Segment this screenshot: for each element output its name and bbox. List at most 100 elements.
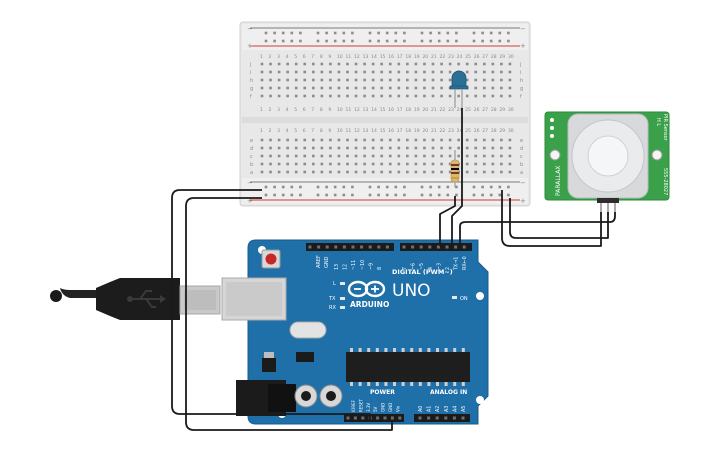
power-pin-label: Vin — [395, 405, 400, 412]
column-number-mid-lower: 11 — [346, 128, 352, 134]
breadboard-hole — [290, 193, 294, 197]
arduino-brand: ARDUINO — [350, 300, 389, 309]
column-number-mid: 18 — [405, 107, 411, 113]
breadboard-hole — [329, 170, 332, 174]
breadboard-hole — [380, 86, 383, 90]
chip-pin — [375, 382, 379, 386]
breadboard-hole — [303, 146, 307, 150]
breadboard-hole — [431, 138, 435, 142]
chip-pin — [375, 348, 379, 352]
small-ic — [296, 352, 314, 362]
breadboard-hole — [312, 154, 315, 158]
digital-pin-hole — [445, 245, 449, 249]
pir-sensor: PARALLAX PIR Sensor 555-28027 H L — [544, 111, 670, 214]
breadboard-holes — [260, 31, 512, 197]
breadboard-hole — [337, 78, 341, 82]
breadboard-hole — [303, 94, 307, 98]
breadboard-hole — [507, 39, 510, 43]
breadboard-hole — [491, 138, 495, 142]
breadboard-hole — [363, 62, 366, 66]
breadboard-hole — [414, 70, 418, 74]
breadboard-hole — [431, 146, 435, 150]
breadboard-hole — [388, 138, 392, 142]
breadboard-hole — [333, 193, 337, 197]
power-pin-label: IOREF — [351, 399, 356, 412]
breadboard-hole — [329, 94, 332, 98]
analog-label: ANALOG IN — [430, 389, 467, 396]
breadboard-hole — [385, 39, 389, 43]
breadboard-hole — [354, 70, 358, 74]
breadboard-hole — [354, 62, 358, 66]
breadboard-hole — [346, 94, 349, 98]
breadboard-hole — [403, 193, 406, 197]
breadboard-hole — [363, 70, 366, 74]
breadboard-hole — [333, 31, 337, 35]
breadboard-hole — [446, 39, 450, 43]
breadboard-hole — [325, 193, 328, 197]
breadboard-hole — [303, 154, 307, 158]
row-letter: i — [520, 70, 521, 76]
breadboard-hole — [346, 62, 349, 66]
atmega-chip — [346, 352, 470, 382]
digital-pin-label: ~9 — [368, 263, 374, 270]
column-number-mid: 6 — [303, 107, 306, 113]
breadboard-hole — [483, 78, 486, 82]
breadboard-hole — [423, 62, 426, 66]
breadboard-hole — [474, 70, 478, 74]
breadboard-hole — [431, 86, 435, 90]
column-number-mid-lower: 6 — [303, 128, 306, 134]
bottom-pin-hole — [444, 416, 448, 420]
chip-pin — [436, 348, 439, 352]
breadboard-hole — [294, 94, 298, 98]
breadboard-hole — [342, 193, 346, 197]
resistor — [450, 150, 460, 187]
breadboard-hole — [423, 162, 426, 166]
column-number-mid-lower: 30 — [508, 128, 514, 134]
arduino-power-jack-front — [268, 384, 296, 412]
breadboard-hole — [481, 185, 484, 189]
crystal-oscillator — [289, 321, 327, 339]
breadboard-hole — [316, 185, 320, 189]
breadboard-hole — [329, 138, 332, 142]
breadboard-hole — [354, 154, 358, 158]
bottom-pin-hole — [452, 416, 456, 420]
wire-led-anode — [451, 108, 463, 246]
breadboard-hole — [277, 154, 281, 158]
chip-pin — [436, 382, 439, 386]
breadboard-hole — [465, 62, 469, 66]
led-rx-indicator — [340, 306, 345, 309]
arduino-mount-hole-3 — [476, 396, 484, 404]
breadboard-hole — [431, 78, 435, 82]
breadboard-hole — [388, 170, 392, 174]
pir-side-label: PIR Sensor — [662, 114, 668, 142]
breadboard-hole — [483, 170, 486, 174]
breadboard-hole — [346, 146, 349, 150]
breadboard-hole — [403, 31, 406, 35]
power-pin-label: RESET — [358, 399, 363, 412]
breadboard-hole — [333, 39, 337, 43]
breadboard-hole — [294, 162, 298, 166]
digital-pin-hole — [342, 245, 346, 249]
column-number-top: 13 — [363, 54, 369, 60]
breadboard-hole — [329, 70, 332, 74]
breadboard-hole — [346, 78, 349, 82]
breadboard-hole — [472, 185, 476, 189]
breadboard-hole — [260, 154, 264, 158]
column-number-mid-lower: 13 — [363, 128, 369, 134]
breadboard-hole — [294, 62, 298, 66]
breadboard-hole — [371, 70, 375, 74]
breadboard-hole — [380, 62, 383, 66]
column-number-top: 4 — [286, 54, 289, 60]
breadboard-hole — [294, 154, 298, 158]
column-number-mid-lower: 10 — [337, 128, 343, 134]
breadboard-hole — [489, 185, 493, 189]
breadboard-hole — [363, 146, 366, 150]
breadboard-hole — [337, 70, 341, 74]
breadboard-hole — [316, 31, 320, 35]
power-header — [344, 414, 404, 422]
reset-button[interactable] — [265, 253, 277, 265]
breadboard-hole — [414, 62, 418, 66]
capacitor-1-top — [301, 391, 311, 401]
analog-pin-label: A1 — [427, 406, 433, 412]
chip-pin — [367, 382, 371, 386]
